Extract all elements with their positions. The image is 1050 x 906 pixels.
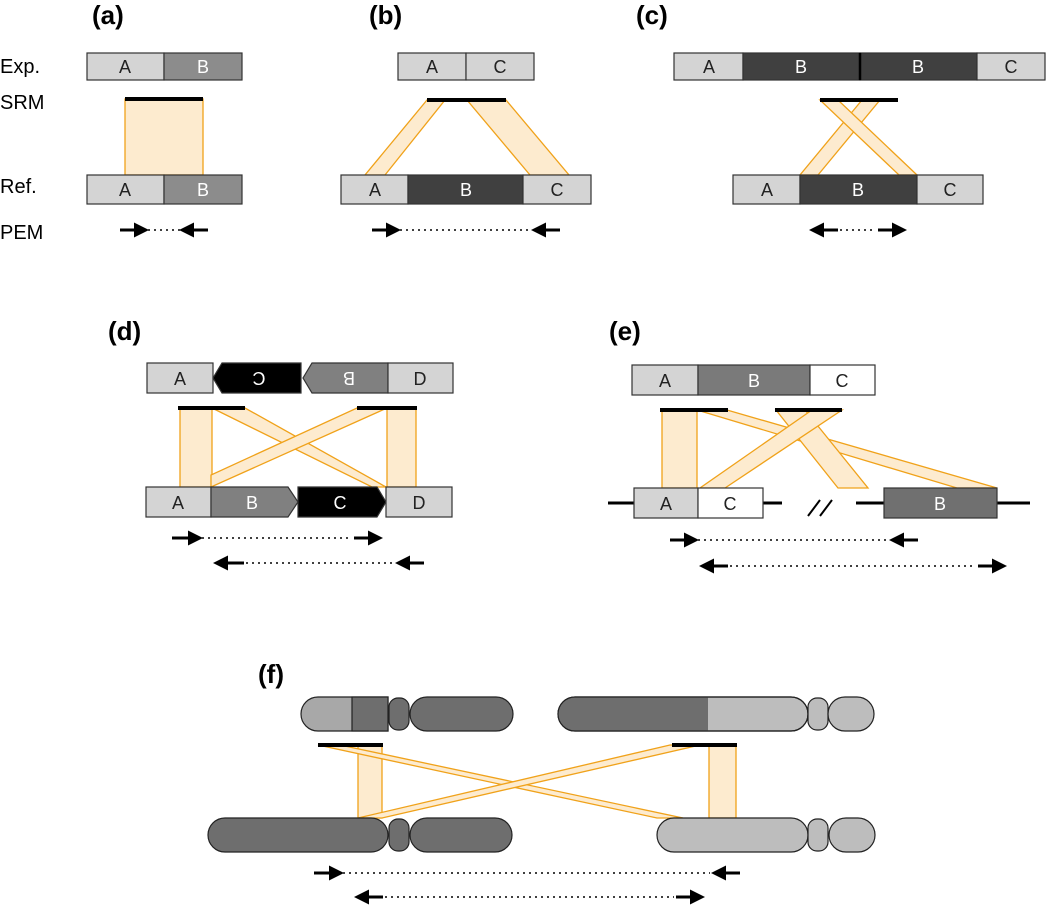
panel-a-label: (a) xyxy=(92,0,124,30)
exp-segment-c-label: C xyxy=(1005,57,1018,77)
ref-chrom-1-centromere xyxy=(388,818,410,852)
exp-segment-c-label: C xyxy=(494,57,507,77)
ref-segment-b-label: B xyxy=(197,180,209,200)
alignment-band-d xyxy=(386,407,417,488)
exp-segment-c-label: C xyxy=(836,371,849,391)
exp-segment-b-inverted xyxy=(302,362,389,394)
panel-d: (d) A C B D A B C D xyxy=(108,316,454,571)
ref-segment-b-label: B xyxy=(460,180,472,200)
ref-chrom-1-q-arm xyxy=(409,817,513,853)
row-label-srm: SRM xyxy=(0,92,44,114)
exp-segment-a-label: A xyxy=(174,369,186,389)
alignment-band xyxy=(124,98,204,176)
chrom-1-centromere xyxy=(388,697,410,731)
exp-segment-b-2 xyxy=(859,52,978,81)
ref-segment-d xyxy=(385,486,453,518)
ref-segment-a-label: A xyxy=(172,493,184,513)
break-mark-2 xyxy=(819,499,833,517)
chrom-2-q-arm xyxy=(827,696,875,732)
exp-segment-b-1-label: B xyxy=(795,57,807,77)
ref-segment-a-label: A xyxy=(660,494,672,514)
exp-segment-c xyxy=(809,364,876,396)
ref-segment-b-label: B xyxy=(852,180,864,200)
ref-chrom-2-centromere xyxy=(807,818,829,852)
panel-f: (f) xyxy=(207,659,876,905)
exp-segment-d xyxy=(387,362,454,394)
ref-segment-c-label: C xyxy=(551,180,564,200)
ref-chrom-2-q-arm xyxy=(828,817,876,853)
ref-segment-a-label: A xyxy=(119,180,131,200)
panel-f-label: (f) xyxy=(258,659,284,689)
reference-chromosome-1 xyxy=(207,817,513,853)
exp-segment-c-label: C xyxy=(253,368,266,388)
exp-segment-a xyxy=(673,52,744,81)
chrom-1-arm-dark xyxy=(351,696,389,732)
panel-b: (b) A C A B C xyxy=(340,0,592,238)
ref-segment-c-label: C xyxy=(724,494,737,514)
exp-segment-b-1 xyxy=(742,52,861,81)
ref-segment-b-label: B xyxy=(246,493,258,513)
exp-segment-b-label: B xyxy=(343,368,355,388)
ref-segment-a xyxy=(633,487,699,519)
chrom-2-centromere xyxy=(807,697,829,731)
exp-segment-a xyxy=(631,364,699,396)
exp-segment-b-label: B xyxy=(197,57,209,77)
alignment-band-cross-2 xyxy=(357,744,701,819)
row-label-ref: Ref. xyxy=(0,176,37,198)
exp-segment-c xyxy=(976,52,1046,81)
panel-c: (c) A B B C A B C xyxy=(636,0,1046,238)
exp-segment-d-label: D xyxy=(414,369,427,389)
panel-a: (a) Exp. SRM Ref. PEM A B A B xyxy=(0,0,243,244)
panel-b-label: (b) xyxy=(369,0,402,30)
ref-segment-a-label: A xyxy=(369,180,381,200)
chrom-2-arm-dark xyxy=(558,697,708,731)
ref-segment-c xyxy=(297,486,387,518)
exp-segment-a-label: A xyxy=(703,57,715,77)
ref-segment-c xyxy=(522,174,592,205)
exp-segment-c xyxy=(465,52,535,81)
derivative-chromosome-2 xyxy=(557,696,875,732)
ref-segment-c xyxy=(697,487,764,519)
ref-segment-c-label: C xyxy=(944,180,957,200)
derivative-chromosome-1 xyxy=(300,696,514,732)
ref-segment-b xyxy=(163,174,243,205)
panel-c-label: (c) xyxy=(636,0,668,30)
panel-e-label: (e) xyxy=(609,316,641,346)
panel-d-label: (d) xyxy=(108,316,141,346)
ref-segment-a-label: A xyxy=(761,180,773,200)
ref-segment-b xyxy=(210,486,299,518)
chrom-1-q-arm xyxy=(409,696,514,732)
ref-segment-b-label: B xyxy=(934,494,946,514)
ref-chrom-1-p-arm xyxy=(207,817,389,853)
row-label-exp: Exp. xyxy=(0,56,40,78)
ref-chrom-2-p-arm xyxy=(656,817,809,853)
alignment-band-a xyxy=(661,409,698,489)
panel-e: (e) A B C A C B xyxy=(608,316,1030,574)
exp-segment-b-2-label: B xyxy=(912,57,924,77)
reference-chromosome-2 xyxy=(656,817,876,853)
exp-segment-c-inverted xyxy=(212,362,302,394)
exp-segment-b-label: B xyxy=(748,371,760,391)
row-label-pem: PEM xyxy=(0,222,43,244)
ref-segment-a xyxy=(86,174,165,205)
ref-segment-d-label: D xyxy=(413,493,426,513)
exp-segment-a-label: A xyxy=(119,57,131,77)
exp-segment-a-label: A xyxy=(426,57,438,77)
exp-segment-b xyxy=(163,52,243,81)
ref-segment-c-label: C xyxy=(334,493,347,513)
exp-segment-a xyxy=(146,362,214,394)
break-mark-1 xyxy=(807,499,821,517)
ref-segment-b xyxy=(883,487,998,519)
exp-segment-a-label: A xyxy=(659,371,671,391)
exp-segment-b xyxy=(697,364,811,396)
alignment-band-right-vertical xyxy=(708,744,737,819)
ref-segment-c xyxy=(916,174,984,205)
alignment-band-right xyxy=(465,99,571,176)
alignment-band-left xyxy=(363,99,447,176)
alignment-band-a xyxy=(179,407,213,488)
